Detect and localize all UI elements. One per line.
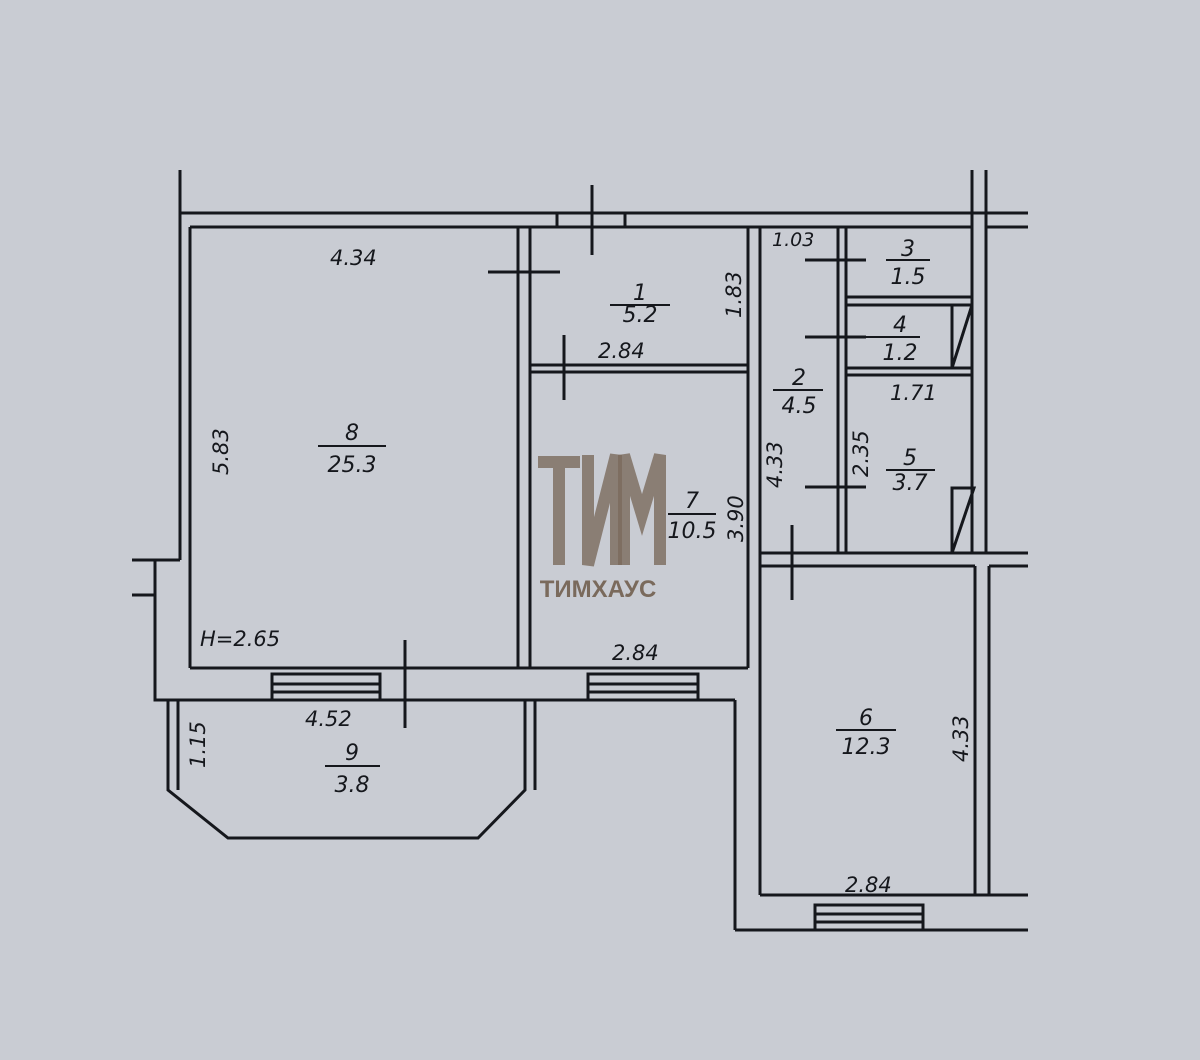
svg-text:6: 6	[859, 706, 873, 731]
svg-text:8: 8	[345, 421, 359, 446]
watermark-logo	[538, 453, 666, 567]
dim-room5-width: 1.71	[890, 381, 937, 405]
room-7-label: 710.5	[668, 489, 717, 544]
dim-room6-width: 2.84	[845, 873, 892, 897]
watermark-brand: ТИМХАУС	[540, 576, 657, 603]
watermark: ТИМХАУС	[538, 453, 666, 603]
svg-text:3.7: 3.7	[893, 471, 928, 496]
svg-text:5.2: 5.2	[623, 303, 658, 328]
dim-room7-length: 3.90	[724, 495, 748, 542]
room-1-label: 15.2	[610, 281, 670, 328]
svg-text:2: 2	[792, 366, 806, 391]
svg-text:4.5: 4.5	[782, 394, 817, 419]
dimensions: 4.34 5.83 2.84 1.83 3.90 2.84 H=2.65 4.5…	[186, 229, 973, 897]
dim-room2-width: 1.03	[772, 229, 814, 251]
walls	[132, 170, 1028, 932]
room-9-label: 93.8	[325, 741, 380, 798]
svg-text:9: 9	[345, 741, 359, 766]
svg-text:7: 7	[685, 489, 699, 514]
dim-room8-length: 5.83	[209, 428, 233, 475]
svg-text:5: 5	[903, 446, 917, 471]
dim-room7-width: 2.84	[612, 641, 659, 665]
dim-room1-width: 2.84	[598, 339, 645, 363]
room-2-label: 24.5	[773, 366, 823, 419]
dim-room6-length: 4.33	[949, 715, 973, 762]
room-3-label: 31.5	[886, 237, 930, 290]
svg-text:25.3: 25.3	[328, 453, 377, 478]
svg-text:3: 3	[901, 237, 915, 262]
dim-room2-length: 4.33	[763, 441, 787, 488]
ceiling-height: H=2.65	[200, 627, 280, 651]
svg-text:10.5: 10.5	[668, 519, 717, 544]
room-4-label: 41.2	[866, 313, 920, 366]
dim-balcony-depth: 1.15	[186, 721, 210, 768]
room-5-label: 53.7	[886, 446, 935, 496]
dim-balcony-width: 4.52	[305, 707, 352, 731]
svg-text:1.2: 1.2	[883, 341, 918, 366]
room-8-label: 825.3	[318, 421, 386, 478]
room-labels: 15.2 24.5 31.5 41.2 53.7 612.3 710.5 825…	[318, 237, 935, 798]
dim-room8-width: 4.34	[330, 246, 377, 270]
dim-room5-length: 2.35	[849, 430, 873, 477]
room-6-label: 612.3	[836, 706, 896, 760]
svg-text:3.8: 3.8	[335, 773, 370, 798]
svg-text:1.5: 1.5	[891, 265, 926, 290]
svg-text:1: 1	[633, 281, 647, 306]
svg-text:4: 4	[893, 313, 907, 338]
svg-text:12.3: 12.3	[842, 735, 891, 760]
dim-room1-length: 1.83	[722, 271, 746, 318]
